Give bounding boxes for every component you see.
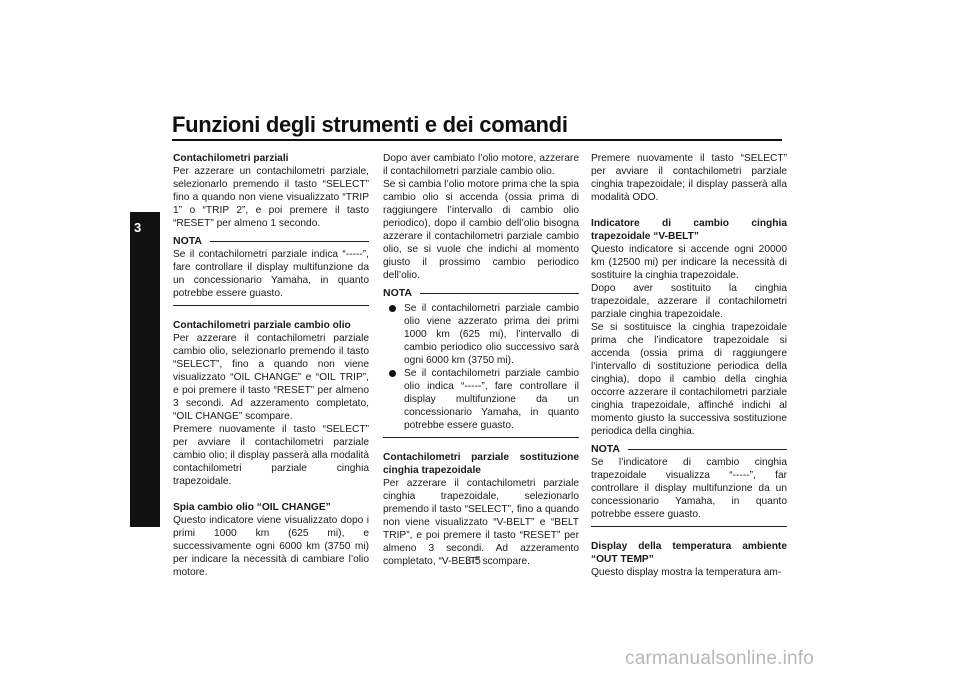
note-rule — [419, 293, 579, 294]
paragraph: Questo indicatore si accende ogni 20000 … — [591, 244, 787, 281]
paragraph: Per azzerare un contachilometri parziale… — [173, 166, 369, 229]
list-item: Se il contachilometri parziale cambio ol… — [383, 302, 579, 367]
paragraph: Per azzerare il contachilometri parziale… — [383, 478, 579, 567]
note-end-rule — [591, 526, 787, 527]
note-box: NOTA Se l’indicatore di cambio cinghia t… — [591, 443, 787, 527]
column-2: Dopo aver cambiato l’olio motore, azzera… — [383, 152, 579, 568]
watermark: carmanualsonline.info — [625, 648, 815, 669]
paragraph: Questo display mostra la temperatura am- — [591, 567, 782, 578]
section-title: Contachilometri parziali — [173, 153, 289, 164]
note-box: NOTA Se il contachilometri parziale indi… — [173, 235, 369, 306]
bullet-icon — [389, 370, 396, 377]
paragraph: Questo indicatore viene visualizzato dop… — [173, 515, 369, 578]
note-text: Se l’indicatore di cambio cinghia trapez… — [591, 457, 787, 520]
note-box: NOTA Se il contachilometri parziale camb… — [383, 287, 579, 438]
section-title: Contachilometri parziale cambio olio — [173, 320, 351, 331]
note-label: NOTA — [591, 443, 620, 455]
section-title: Spia cambio olio “OIL CHANGE” — [173, 502, 331, 513]
column-1: Contachilometri parziali Per azzerare un… — [173, 152, 369, 579]
paragraph: Dopo aver sostituito la cinghia trapezoi… — [591, 283, 787, 320]
note-rule — [627, 449, 787, 450]
section-title: Indicatore di cambio cinghia trapezoidal… — [591, 218, 787, 242]
paragraph: Per azzerare il contachilometri parziale… — [173, 333, 369, 422]
page-number: 3-5 — [465, 555, 481, 567]
note-list: Se il contachilometri parziale cambio ol… — [383, 302, 579, 432]
note-rule — [209, 241, 369, 242]
paragraph: Dopo aver cambiato l’olio motore, azzera… — [383, 153, 579, 177]
bullet-icon — [389, 305, 396, 312]
paragraph: Se si sostituisce la cinghia trapezoidal… — [591, 322, 787, 437]
page-title: Funzioni degli strumenti e dei comandi — [172, 112, 568, 137]
paragraph: Premere nuovamente il tasto “SELECT” per… — [173, 424, 369, 487]
chapter-number: 3 — [134, 220, 142, 235]
section-title: Contachilometri parziale sostituzione ci… — [383, 452, 579, 476]
paragraph: Premere nuovamente il tasto “SELECT” per… — [591, 153, 787, 203]
note-end-rule — [173, 305, 369, 306]
chapter-tab — [130, 212, 160, 527]
note-item-text: Se il contachilometri parziale cambio ol… — [404, 368, 579, 431]
note-text: Se il contachilometri parziale indica “-… — [173, 249, 369, 299]
list-item: Se il contachilometri parziale cambio ol… — [383, 367, 579, 432]
title-rule — [172, 139, 782, 141]
section-title: Display della temperatura ambiente “OUT … — [591, 541, 787, 565]
note-label: NOTA — [173, 235, 202, 247]
note-label: NOTA — [383, 287, 412, 299]
note-end-rule — [383, 437, 579, 438]
paragraph: Se si cambia l’olio motore prima che la … — [383, 179, 579, 281]
note-item-text: Se il contachilometri parziale cambio ol… — [404, 303, 579, 366]
column-3: Premere nuovamente il tasto “SELECT” per… — [591, 152, 787, 579]
